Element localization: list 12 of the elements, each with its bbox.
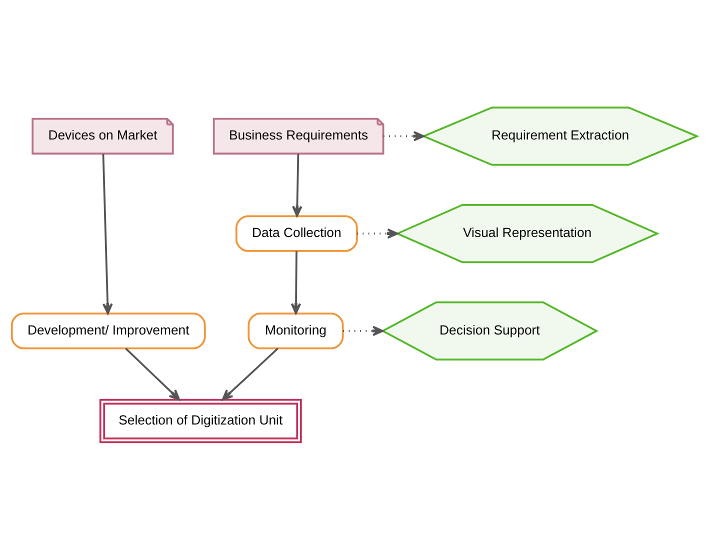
node-box: Data Collection <box>235 214 358 252</box>
arrow <box>222 347 278 400</box>
arrow <box>357 228 398 238</box>
node-box: Monitoring <box>248 312 344 349</box>
arrow <box>125 347 180 400</box>
node-box: Development/ Improvement <box>10 312 206 349</box>
arrow <box>290 250 302 314</box>
arrow <box>102 153 113 314</box>
arrow <box>292 153 302 216</box>
arrow <box>343 325 384 336</box>
node-box: Selection of Digitization Unit <box>99 398 302 443</box>
arrow <box>383 130 424 141</box>
